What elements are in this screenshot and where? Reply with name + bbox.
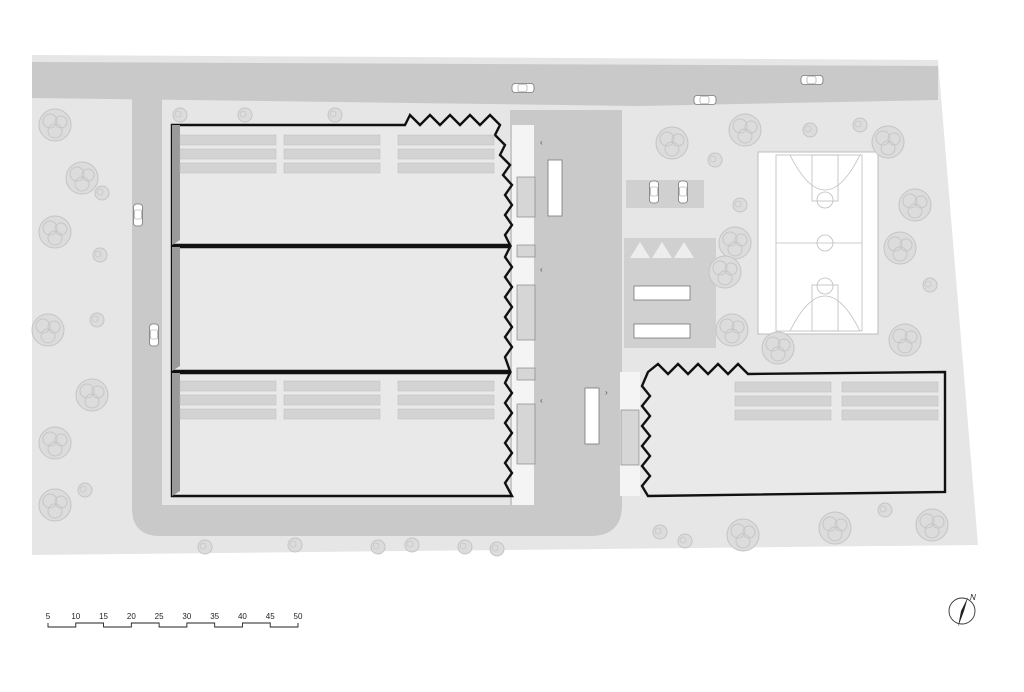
tree-icon: [327, 107, 343, 123]
parking-rows: [179, 380, 495, 420]
truck-icon: [584, 387, 600, 445]
tree-icon: [877, 502, 893, 518]
tree-icon: [707, 152, 723, 168]
tree-icon: [728, 113, 762, 147]
tree-icon: [237, 107, 253, 123]
building-block-3: [170, 371, 515, 498]
scale-bar: 5 10 15 20 25 30 35 40 45 50: [46, 612, 303, 628]
tree-icon: [883, 231, 917, 265]
tree-icon: [38, 108, 72, 142]
tree-icon: [718, 226, 752, 260]
tree-icon: [75, 378, 109, 412]
basketball-court: [757, 151, 879, 335]
truck-icon: [633, 285, 691, 301]
car-icon: [149, 323, 159, 347]
tree-icon: [818, 511, 852, 545]
north-label: N: [970, 593, 976, 602]
tree-icon: [77, 482, 93, 498]
scale-bar-label: 30: [182, 612, 191, 621]
tree-icon: [726, 518, 760, 552]
tree-icon: [922, 277, 938, 293]
tree-icon: [732, 197, 748, 213]
tree-icon: [404, 537, 420, 553]
tree-icon: [708, 255, 742, 289]
tree-icon: [655, 126, 689, 160]
tree-icon: [38, 215, 72, 249]
scale-bar-label: 20: [127, 612, 136, 621]
tree-icon: [871, 125, 905, 159]
scale-bar-label: 15: [99, 612, 108, 621]
tree-icon: [677, 533, 693, 549]
tree-icon: [370, 539, 386, 555]
building-block-2: [170, 245, 514, 373]
car-icon: [800, 75, 824, 85]
tree-icon: [761, 331, 795, 365]
tree-icon: [888, 323, 922, 357]
tree-icon: [898, 188, 932, 222]
tree-icon: [92, 247, 108, 263]
tree-icon: [38, 426, 72, 460]
direction-markers: ‹ ‹ ‹ ›: [540, 138, 608, 405]
parking-lot-east: [624, 238, 716, 348]
car-icon: [511, 83, 535, 93]
tree-icon: [94, 185, 110, 201]
tree-icon: [915, 508, 949, 542]
scale-bar-label: 35: [210, 612, 219, 621]
building-block-1: [170, 112, 514, 247]
tree-icon: [89, 312, 105, 328]
loading-bays: [516, 176, 640, 466]
tree-icon: [65, 161, 99, 195]
truck-icon: [547, 159, 563, 217]
tree-icon: [802, 122, 818, 138]
tree-icon: [457, 539, 473, 555]
tree-icon: [715, 313, 749, 347]
tree-icon: [287, 537, 303, 553]
svg-text:›: ›: [605, 388, 608, 397]
scale-bar-label: 50: [294, 612, 303, 621]
tree-icon: [652, 524, 668, 540]
tree-icon: [172, 107, 188, 123]
scale-bar-label: 10: [71, 612, 80, 621]
tree-icon: [38, 488, 72, 522]
svg-text:‹: ‹: [540, 396, 543, 405]
north-arrow-icon: N: [948, 593, 976, 627]
scale-bar-label: 25: [155, 612, 164, 621]
svg-text:‹: ‹: [540, 138, 543, 147]
scale-bar-label: 40: [238, 612, 247, 621]
scale-bar-label: 5: [46, 612, 51, 621]
scale-bar-label: 45: [266, 612, 275, 621]
parking-lot-north: [626, 180, 704, 208]
building-block-4: [640, 362, 947, 498]
main-road: [32, 62, 938, 106]
tree-icon: [489, 541, 505, 557]
car-icon: [693, 95, 717, 105]
tree-icon: [852, 117, 868, 133]
svg-text:‹: ‹: [540, 265, 543, 274]
parking-rows: [179, 134, 495, 174]
scale-bar-line: [47, 622, 299, 628]
truck-icon: [633, 323, 691, 339]
tree-icon: [197, 539, 213, 555]
tree-icon: [31, 313, 65, 347]
car-icon: [133, 203, 143, 227]
